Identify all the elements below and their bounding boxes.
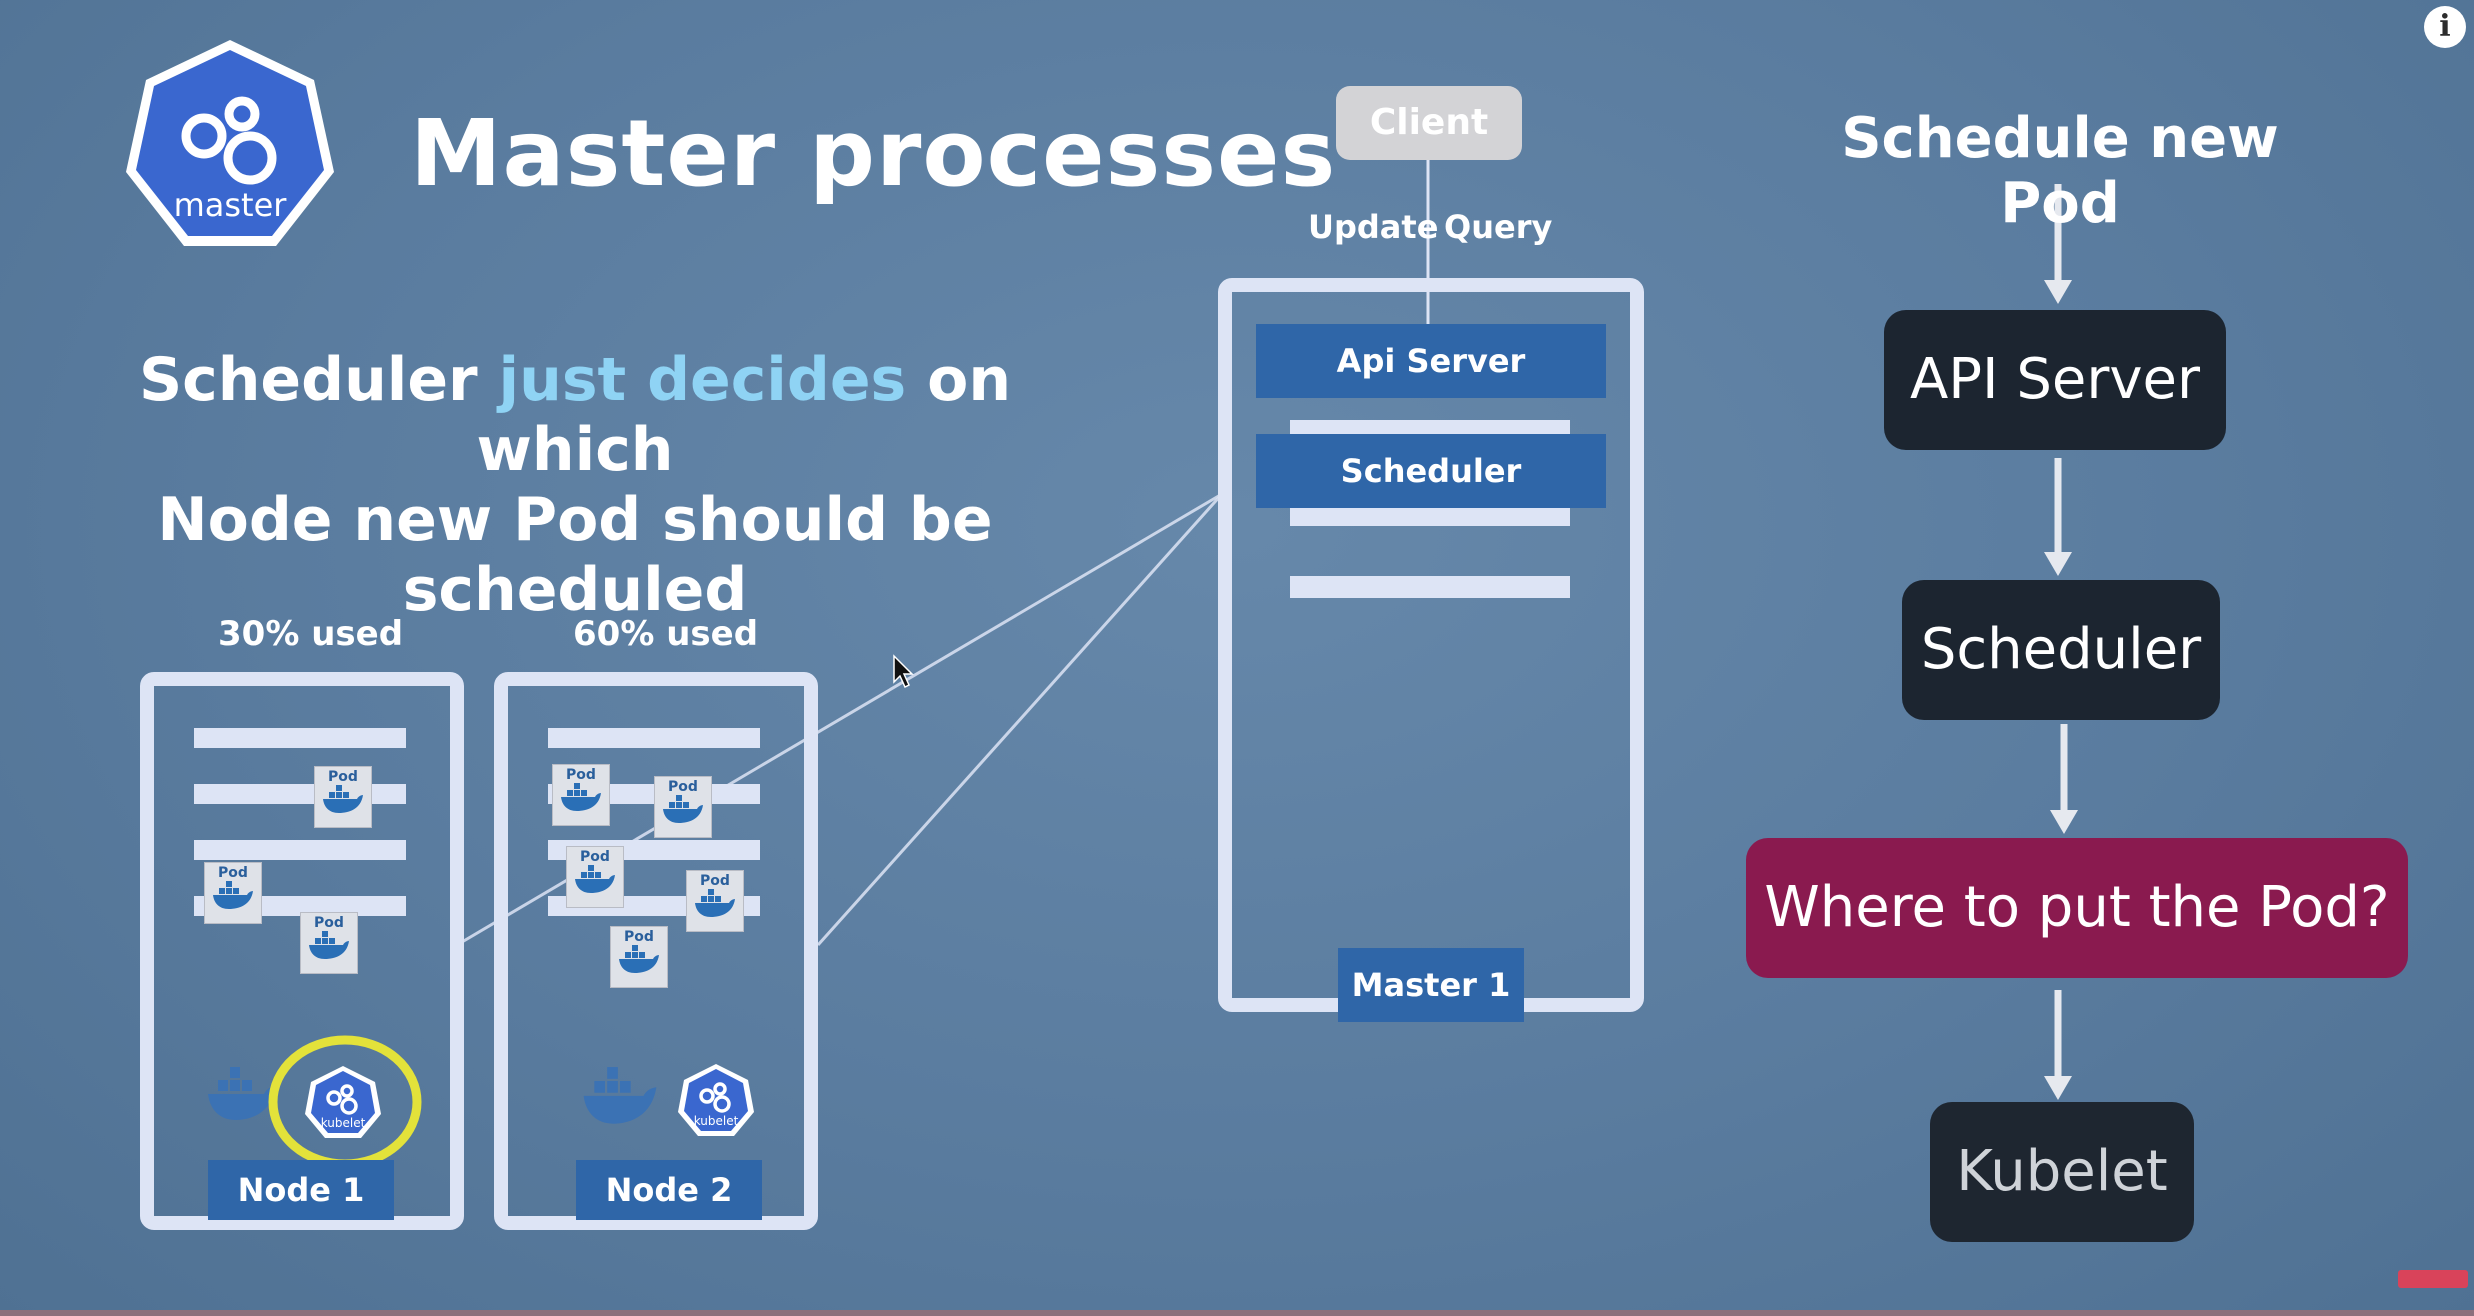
client-box: Client <box>1336 86 1522 160</box>
info-button[interactable]: i <box>2424 6 2466 48</box>
mouse-cursor-icon <box>893 654 914 689</box>
pod-label: Pod <box>314 915 344 931</box>
docker-whale-icon <box>561 783 601 811</box>
docker-whale-icon <box>323 785 363 813</box>
pod-label: Pod <box>566 767 596 783</box>
update-label: Update <box>1308 208 1439 246</box>
node1-bar <box>194 728 406 748</box>
flow-step-api-server: API Server <box>1884 310 2226 450</box>
flow-step-where-to-put: Where to put the Pod? <box>1746 838 2408 978</box>
kubelet-icon: kubelet <box>303 1064 383 1140</box>
kubelet-label: kubelet <box>320 1116 366 1130</box>
node2-bar <box>548 728 760 748</box>
node1-label: Node 1 <box>208 1160 394 1220</box>
logo-label: master <box>173 186 287 224</box>
master-frame <box>1218 278 1644 1012</box>
pod-label: Pod <box>580 849 610 865</box>
node1-bar <box>194 840 406 860</box>
master1-label: Master 1 <box>1338 948 1524 1022</box>
pod: Pod <box>300 912 358 974</box>
docker-whale-icon <box>583 1067 657 1124</box>
node2-label: Node 2 <box>576 1160 762 1220</box>
docker-whale-icon <box>208 1067 276 1120</box>
scheduler-box: Scheduler <box>1256 434 1606 508</box>
flow-arrows <box>2044 184 2078 1100</box>
video-progress-bar[interactable] <box>0 1310 2474 1316</box>
docker-whale-icon <box>213 881 253 909</box>
docker-whale-icon <box>663 795 703 823</box>
pod: Pod <box>686 870 744 932</box>
pod: Pod <box>610 926 668 988</box>
pod-label: Pod <box>218 865 248 881</box>
pod-label: Pod <box>624 929 654 945</box>
pod-label: Pod <box>700 873 730 889</box>
subtitle-part1: Scheduler <box>138 345 499 415</box>
api-server-box: Api Server <box>1256 324 1606 398</box>
subtitle-highlight: just decides <box>498 345 907 415</box>
pod: Pod <box>654 776 712 838</box>
kubelet-icon: kubelet <box>676 1062 756 1138</box>
docker-whale-icon <box>619 945 659 973</box>
node1-frame <box>140 672 464 1230</box>
node1-usage: 30% used <box>218 614 404 654</box>
node1-bar <box>194 784 406 804</box>
pod: Pod <box>566 846 624 908</box>
node2-frame <box>494 672 818 1230</box>
node2-usage: 60% used <box>573 614 759 654</box>
kubernetes-master-logo: master <box>124 36 336 252</box>
pod: Pod <box>552 764 610 826</box>
master-bar <box>1290 576 1570 598</box>
connector-line-node2 <box>816 492 1224 947</box>
page-title: Master processes <box>410 100 1337 207</box>
subscribe-watermark[interactable] <box>2398 1270 2468 1288</box>
query-label: Query <box>1444 208 1553 246</box>
master-bar <box>1290 506 1570 526</box>
pod: Pod <box>204 862 262 924</box>
flow-step-kubelet: Kubelet <box>1930 1102 2194 1242</box>
heptagon-gear-icon <box>126 40 334 246</box>
subtitle-part2: on which <box>476 345 1012 485</box>
pod: Pod <box>314 766 372 828</box>
pod-label: Pod <box>328 769 358 785</box>
docker-whale-icon <box>309 931 349 959</box>
kubelet-label: kubelet <box>693 1114 739 1128</box>
docker-whale-icon <box>695 889 735 917</box>
flow-step-scheduler: Scheduler <box>1902 580 2220 720</box>
docker-whale-icon <box>575 865 615 893</box>
slide-subtitle: Scheduler just decides on which Node new… <box>100 345 1050 625</box>
pod-label: Pod <box>668 779 698 795</box>
flow-heading: Schedule new Pod <box>1841 106 2279 236</box>
subtitle-line2: Node new Pod should be scheduled <box>157 485 993 625</box>
